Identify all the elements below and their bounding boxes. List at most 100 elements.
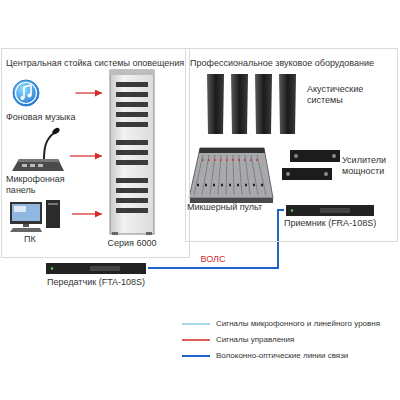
- device-label: Микрофонная панель: [6, 174, 70, 196]
- rack-cabinet-icon: [116, 160, 148, 165]
- transmitter-icon: [90, 266, 120, 271]
- amplifier-icons: [332, 154, 336, 158]
- pc-icon: [10, 202, 42, 224]
- music-icon: [28, 94, 32, 98]
- panel-heading: Центральная стойка системы оповещения: [6, 58, 184, 69]
- fiber-receiver: Приемник (FRA-108S): [284, 203, 376, 229]
- pc-workstation: ПК: [6, 200, 72, 245]
- pc-icon: [48, 203, 58, 205]
- rack-cabinet-icon: [116, 102, 148, 107]
- pc-icon: [46, 200, 60, 228]
- legend-text: Волоконно-оптические линии связи: [216, 350, 348, 362]
- rack-cabinet-icon: [116, 140, 148, 145]
- mixer-icon: [199, 148, 265, 153]
- rack-cabinet-icon: [110, 70, 154, 234]
- speaker-icons: [279, 74, 296, 134]
- legend-samples: [182, 355, 210, 357]
- device-label: Фоновая музыка: [6, 112, 75, 123]
- microphone-panel-icon: [12, 127, 64, 171]
- transmitter-icon: [46, 263, 146, 274]
- rack-cabinet-icon: [116, 150, 148, 155]
- rack-cabinet-icon: [146, 232, 152, 235]
- amplifier-icons: [324, 172, 328, 176]
- microphone-panel-icon: [30, 164, 35, 167]
- mixer-icon: [202, 159, 262, 161]
- music-icon: [21, 96, 25, 100]
- microphone-panel-icon: [22, 164, 27, 167]
- amplifier-icons: [282, 150, 340, 180]
- amplifier-icons: [286, 172, 290, 176]
- device-label: Усилители мощности: [342, 146, 396, 177]
- rack-cabinet-icon: [116, 178, 148, 183]
- icon-space: [203, 68, 307, 138]
- legend-samples: [182, 324, 210, 356]
- transmitter-icon: [46, 263, 146, 274]
- amplifier-icons: [282, 168, 332, 180]
- rack-cabinet: Серия 6000: [102, 68, 162, 249]
- device-label: Приемник (FRA-108S): [284, 218, 376, 229]
- amplifier-icons: [294, 154, 298, 158]
- power-amplifiers: Усилители мощности: [280, 146, 396, 184]
- rack-cabinet-icon: [116, 122, 148, 127]
- pc-icon: [10, 228, 42, 232]
- mixer-icon: [194, 155, 266, 195]
- rack-cabinet-icon: [116, 188, 148, 193]
- pc-icon: [14, 206, 26, 212]
- speaker-icons: [231, 74, 248, 134]
- device-label: Акустические системы: [307, 68, 379, 106]
- device-label: ПК: [6, 234, 72, 245]
- fiber-optic-link: [148, 210, 284, 268]
- mixer-icon: [189, 148, 273, 203]
- speaker-icons: [207, 74, 224, 134]
- device-label: Серия 6000: [102, 238, 162, 249]
- panel-heading: Профессиональное звуковое оборудование: [190, 58, 374, 69]
- music-icon: [24, 85, 31, 98]
- legend-samples: [182, 339, 210, 341]
- rack-cabinet-icon: [116, 112, 148, 117]
- device-label: Передатчик (FTA-108S): [44, 277, 148, 288]
- control-signal-arrow: [72, 213, 102, 214]
- receiver-icon: [286, 205, 374, 216]
- fiber-transmitter: Передатчик (FTA-108S): [44, 262, 148, 288]
- rack-cabinet-icon: [110, 70, 154, 75]
- receiver-icon: [286, 205, 374, 216]
- control-signal-arrow: [75, 92, 102, 93]
- system-rack-panel: Центральная стойка системы оповещенияФон…: [1, 48, 190, 258]
- rack-cabinet-icon: [116, 198, 148, 203]
- microphone-panel-icon: [44, 133, 54, 159]
- device-label: Микшерный пульт: [187, 202, 273, 213]
- pc-icon: [12, 204, 40, 221]
- microphone-panel-icon: [17, 159, 60, 162]
- rack-cabinet-icon: [112, 232, 118, 235]
- icon-space: [280, 146, 342, 184]
- legend-text: Сигналы управления: [216, 334, 294, 346]
- rack-cabinet-icon: [116, 208, 148, 213]
- music-icon: [13, 80, 39, 106]
- rack-cabinet-icon: [116, 82, 148, 87]
- mixer-icon: [197, 184, 267, 187]
- receiver-icon: [291, 209, 293, 211]
- legend-samples: [182, 323, 210, 325]
- microphone-panel-icon: [51, 127, 60, 136]
- mixing-console: Микшерный пульт: [187, 144, 273, 213]
- speaker-icons: [207, 74, 296, 134]
- link-label: ВОЛС: [198, 254, 227, 265]
- pro-audio-panel: Профессиональное звуковое оборудованиеАк…: [185, 48, 398, 242]
- pc-icon: [10, 200, 60, 232]
- microphone-panel-icon: [38, 164, 43, 167]
- music-icon: [16, 83, 37, 104]
- music-icon: [13, 80, 39, 106]
- rack-cabinet-icon: [110, 70, 154, 235]
- speaker-array: Акустические системы: [203, 68, 379, 138]
- receiver-icon: [320, 208, 350, 213]
- transmitter-icon: [51, 267, 53, 269]
- music-source: Фоновая музыка: [6, 76, 75, 123]
- control-signal-arrow: [70, 155, 102, 156]
- legend-text: Сигналы микрофонного и линейного уровня: [216, 318, 380, 330]
- mixer-icon: [189, 148, 273, 198]
- rack-cabinet-icon: [116, 92, 148, 97]
- microphone-panel: Микрофонная панель: [6, 128, 70, 196]
- speaker-icons: [255, 74, 272, 134]
- pc-icon: [23, 224, 29, 227]
